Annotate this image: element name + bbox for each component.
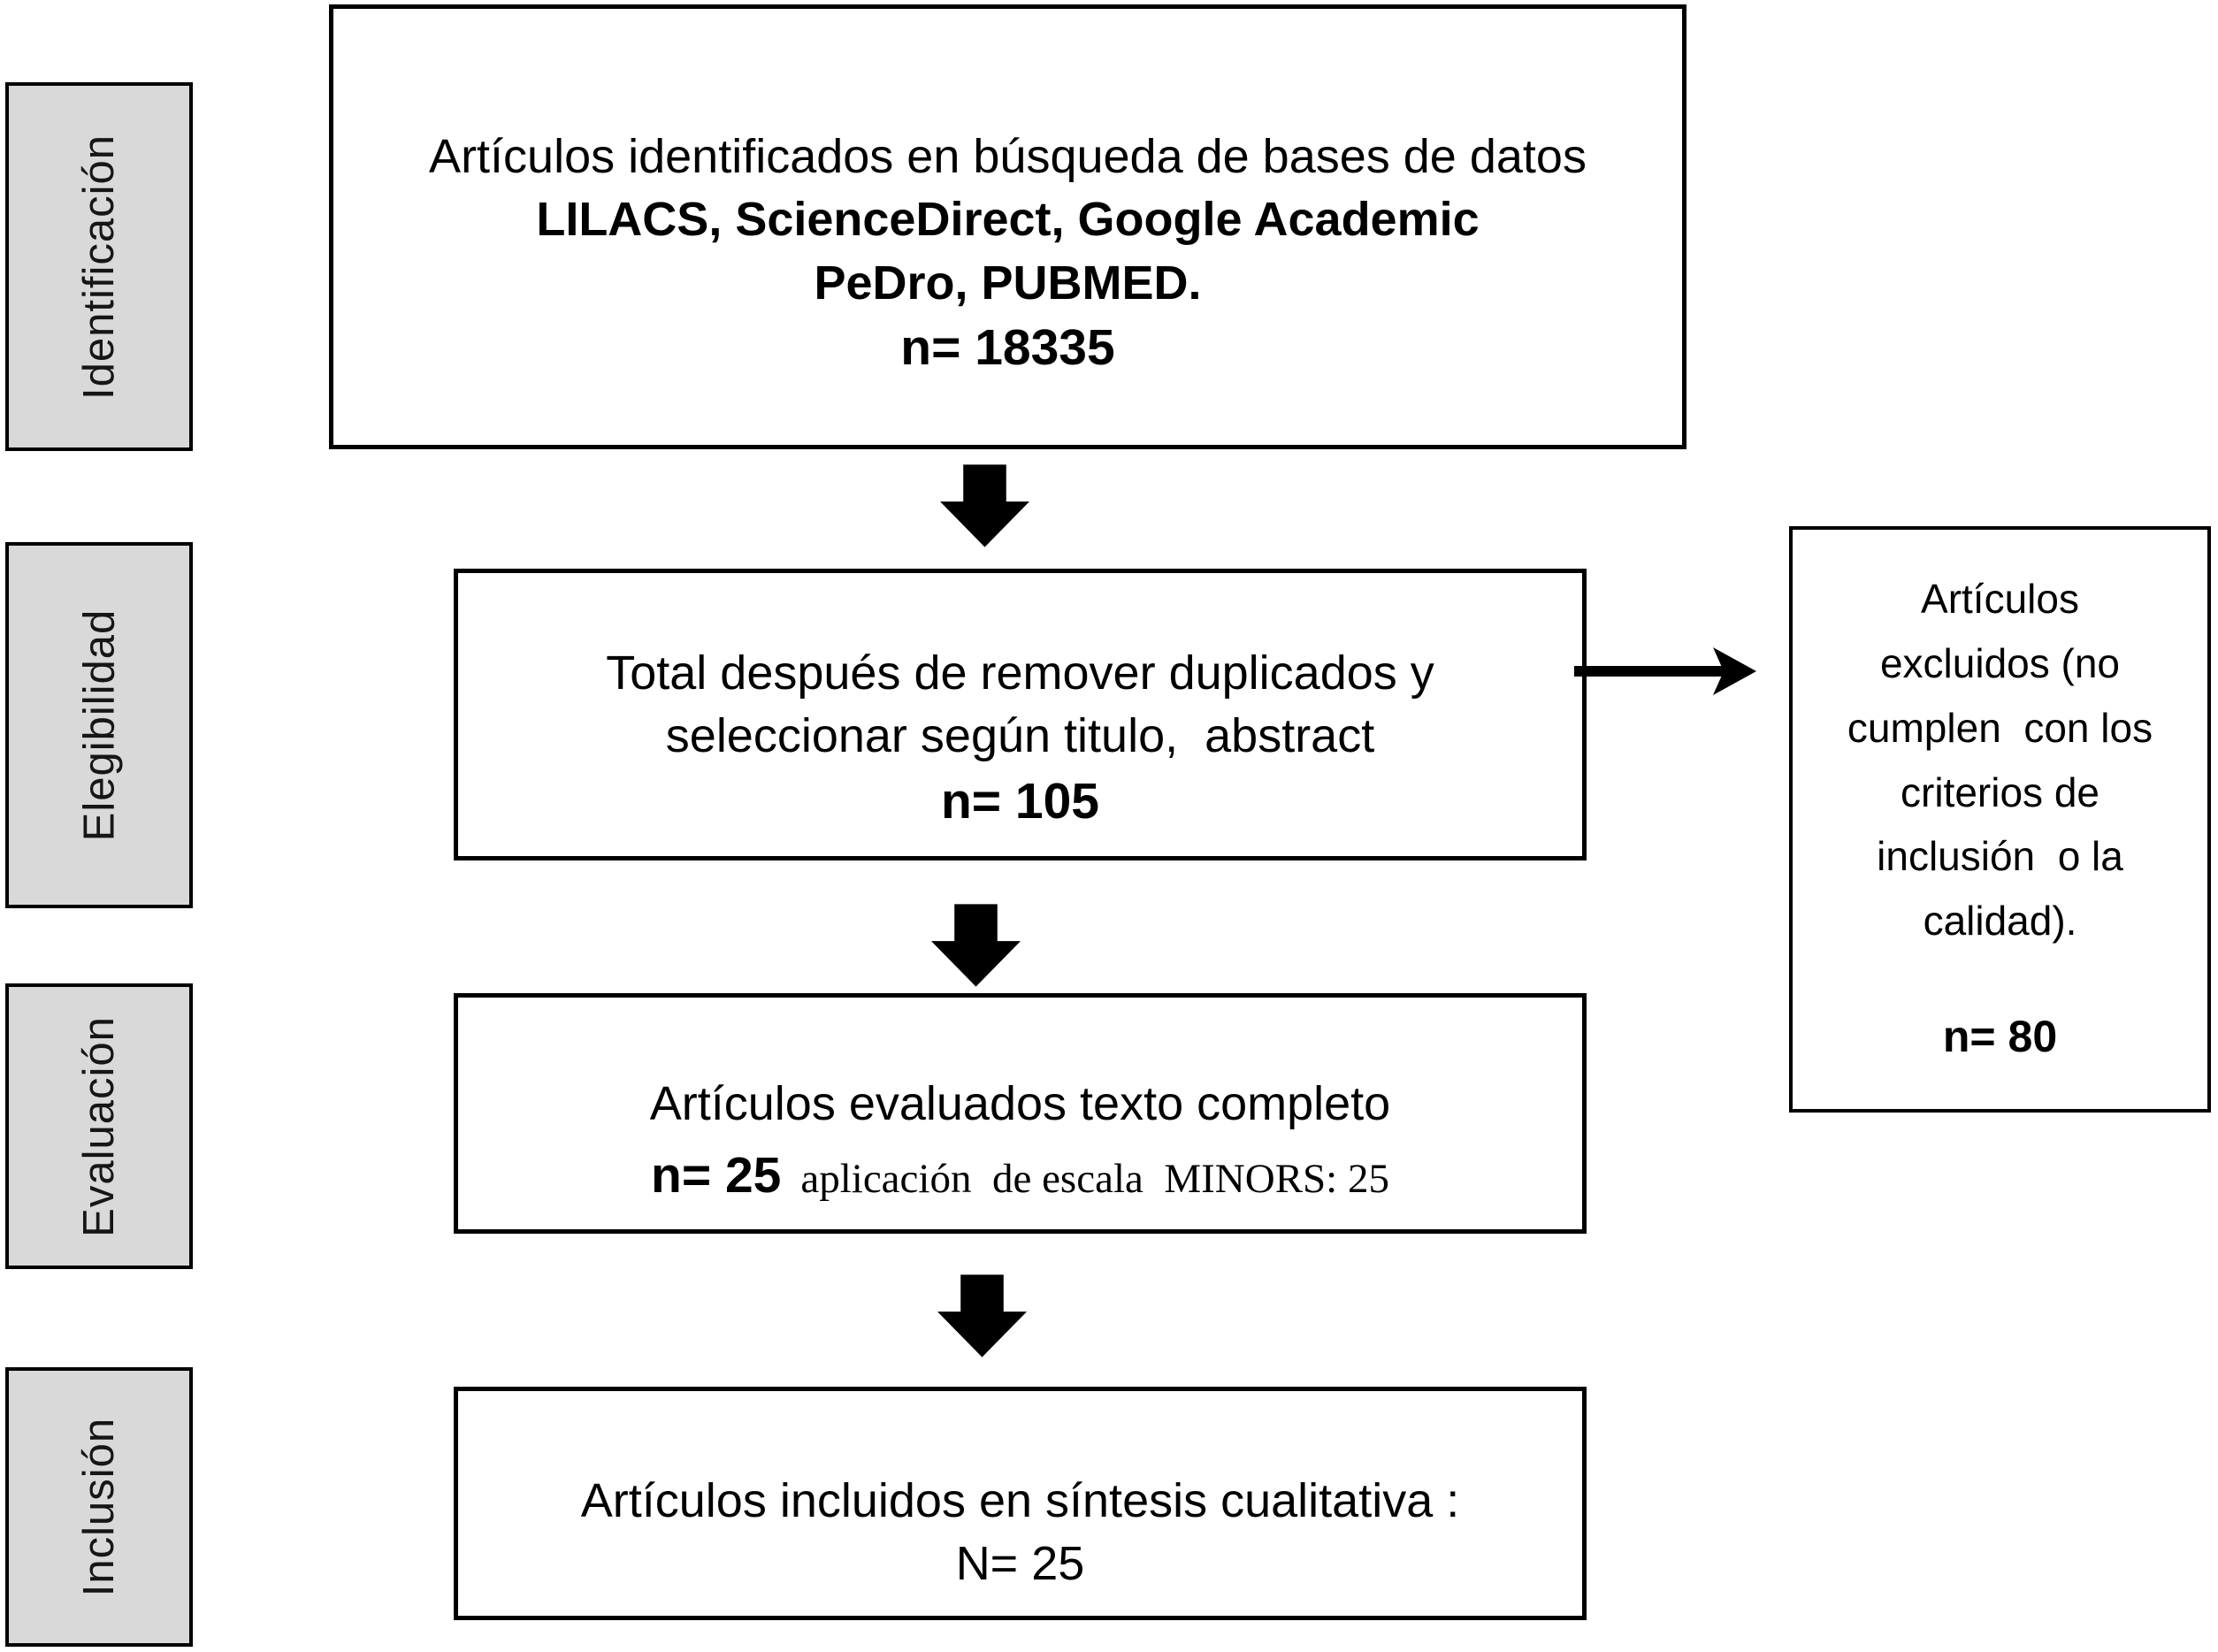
- right-arrow-icon: [1574, 646, 1756, 696]
- identified-line1: Artículos identificados en búsqueda de b…: [429, 129, 1587, 183]
- stage-box-inclusion: Inclusión: [5, 1367, 193, 1647]
- identified-articles-box: Artículos identificados en búsqueda de b…: [329, 4, 1686, 449]
- evaluated-line1: Artículos evaluados texto completo: [649, 1076, 1391, 1130]
- excluded-count: n= 80: [1942, 1011, 2058, 1061]
- down-arrow-icon: [931, 904, 1021, 987]
- included-line1: Artículos incluidos en síntesis cualitat…: [580, 1473, 1460, 1527]
- included-articles-box: Artículos incluidos en síntesis cualitat…: [454, 1387, 1587, 1620]
- identified-databases-line1: LILACS, ScienceDirect, Google Academic: [536, 193, 1480, 247]
- screened-count: n= 105: [940, 772, 1100, 830]
- stage-label-elegibilidad: Elegibilidad: [75, 608, 123, 842]
- stage-box-elegibilidad: Elegibilidad: [5, 542, 193, 908]
- stage-box-identificacion: Identificación: [5, 82, 193, 451]
- evaluated-minors-note: aplicación de escala MINORS: 25: [800, 1156, 1389, 1203]
- identified-databases-line2: PeDro, PUBMED.: [814, 256, 1202, 310]
- down-arrow-icon: [931, 903, 1021, 988]
- down-arrow-icon: [940, 463, 1029, 548]
- stage-label-evaluacion: Evaluación: [75, 1015, 123, 1237]
- stage-label-inclusion: Inclusión: [75, 1417, 123, 1597]
- screened-line2: seleccionar según titulo, abstract: [665, 709, 1375, 763]
- excluded-line: Artículos: [1921, 576, 2079, 623]
- excluded-articles-box: Artículos excluidos (no cumplen con los …: [1789, 526, 2211, 1113]
- evaluated-line2: n= 25 aplicación de escala MINORS: 25: [651, 1143, 1389, 1209]
- excluded-line: inclusión o la: [1877, 833, 2123, 880]
- stage-label-identificacion: Identificación: [75, 134, 124, 400]
- down-arrow-icon: [937, 1273, 1027, 1358]
- screened-articles-box: Total después de remover duplicados y se…: [454, 569, 1587, 860]
- down-arrow-icon: [940, 464, 1029, 547]
- down-arrow-icon: [937, 1274, 1027, 1358]
- excluded-line: calidad).: [1923, 897, 2077, 944]
- stage-box-evaluacion: Evaluación: [5, 983, 193, 1269]
- evaluated-count: n= 25: [651, 1147, 782, 1205]
- screened-line1: Total después de remover duplicados y: [606, 646, 1434, 700]
- excluded-line: excluidos (no: [1879, 640, 2121, 687]
- identified-count: n= 18335: [900, 318, 1115, 376]
- right-arrow-icon: [1574, 647, 1756, 695]
- included-count: N= 25: [955, 1537, 1085, 1590]
- evaluated-articles-box: Artículos evaluados texto completo n= 25…: [454, 993, 1587, 1234]
- excluded-line: cumplen con los: [1847, 704, 2153, 751]
- excluded-line: criterios de: [1901, 769, 2099, 815]
